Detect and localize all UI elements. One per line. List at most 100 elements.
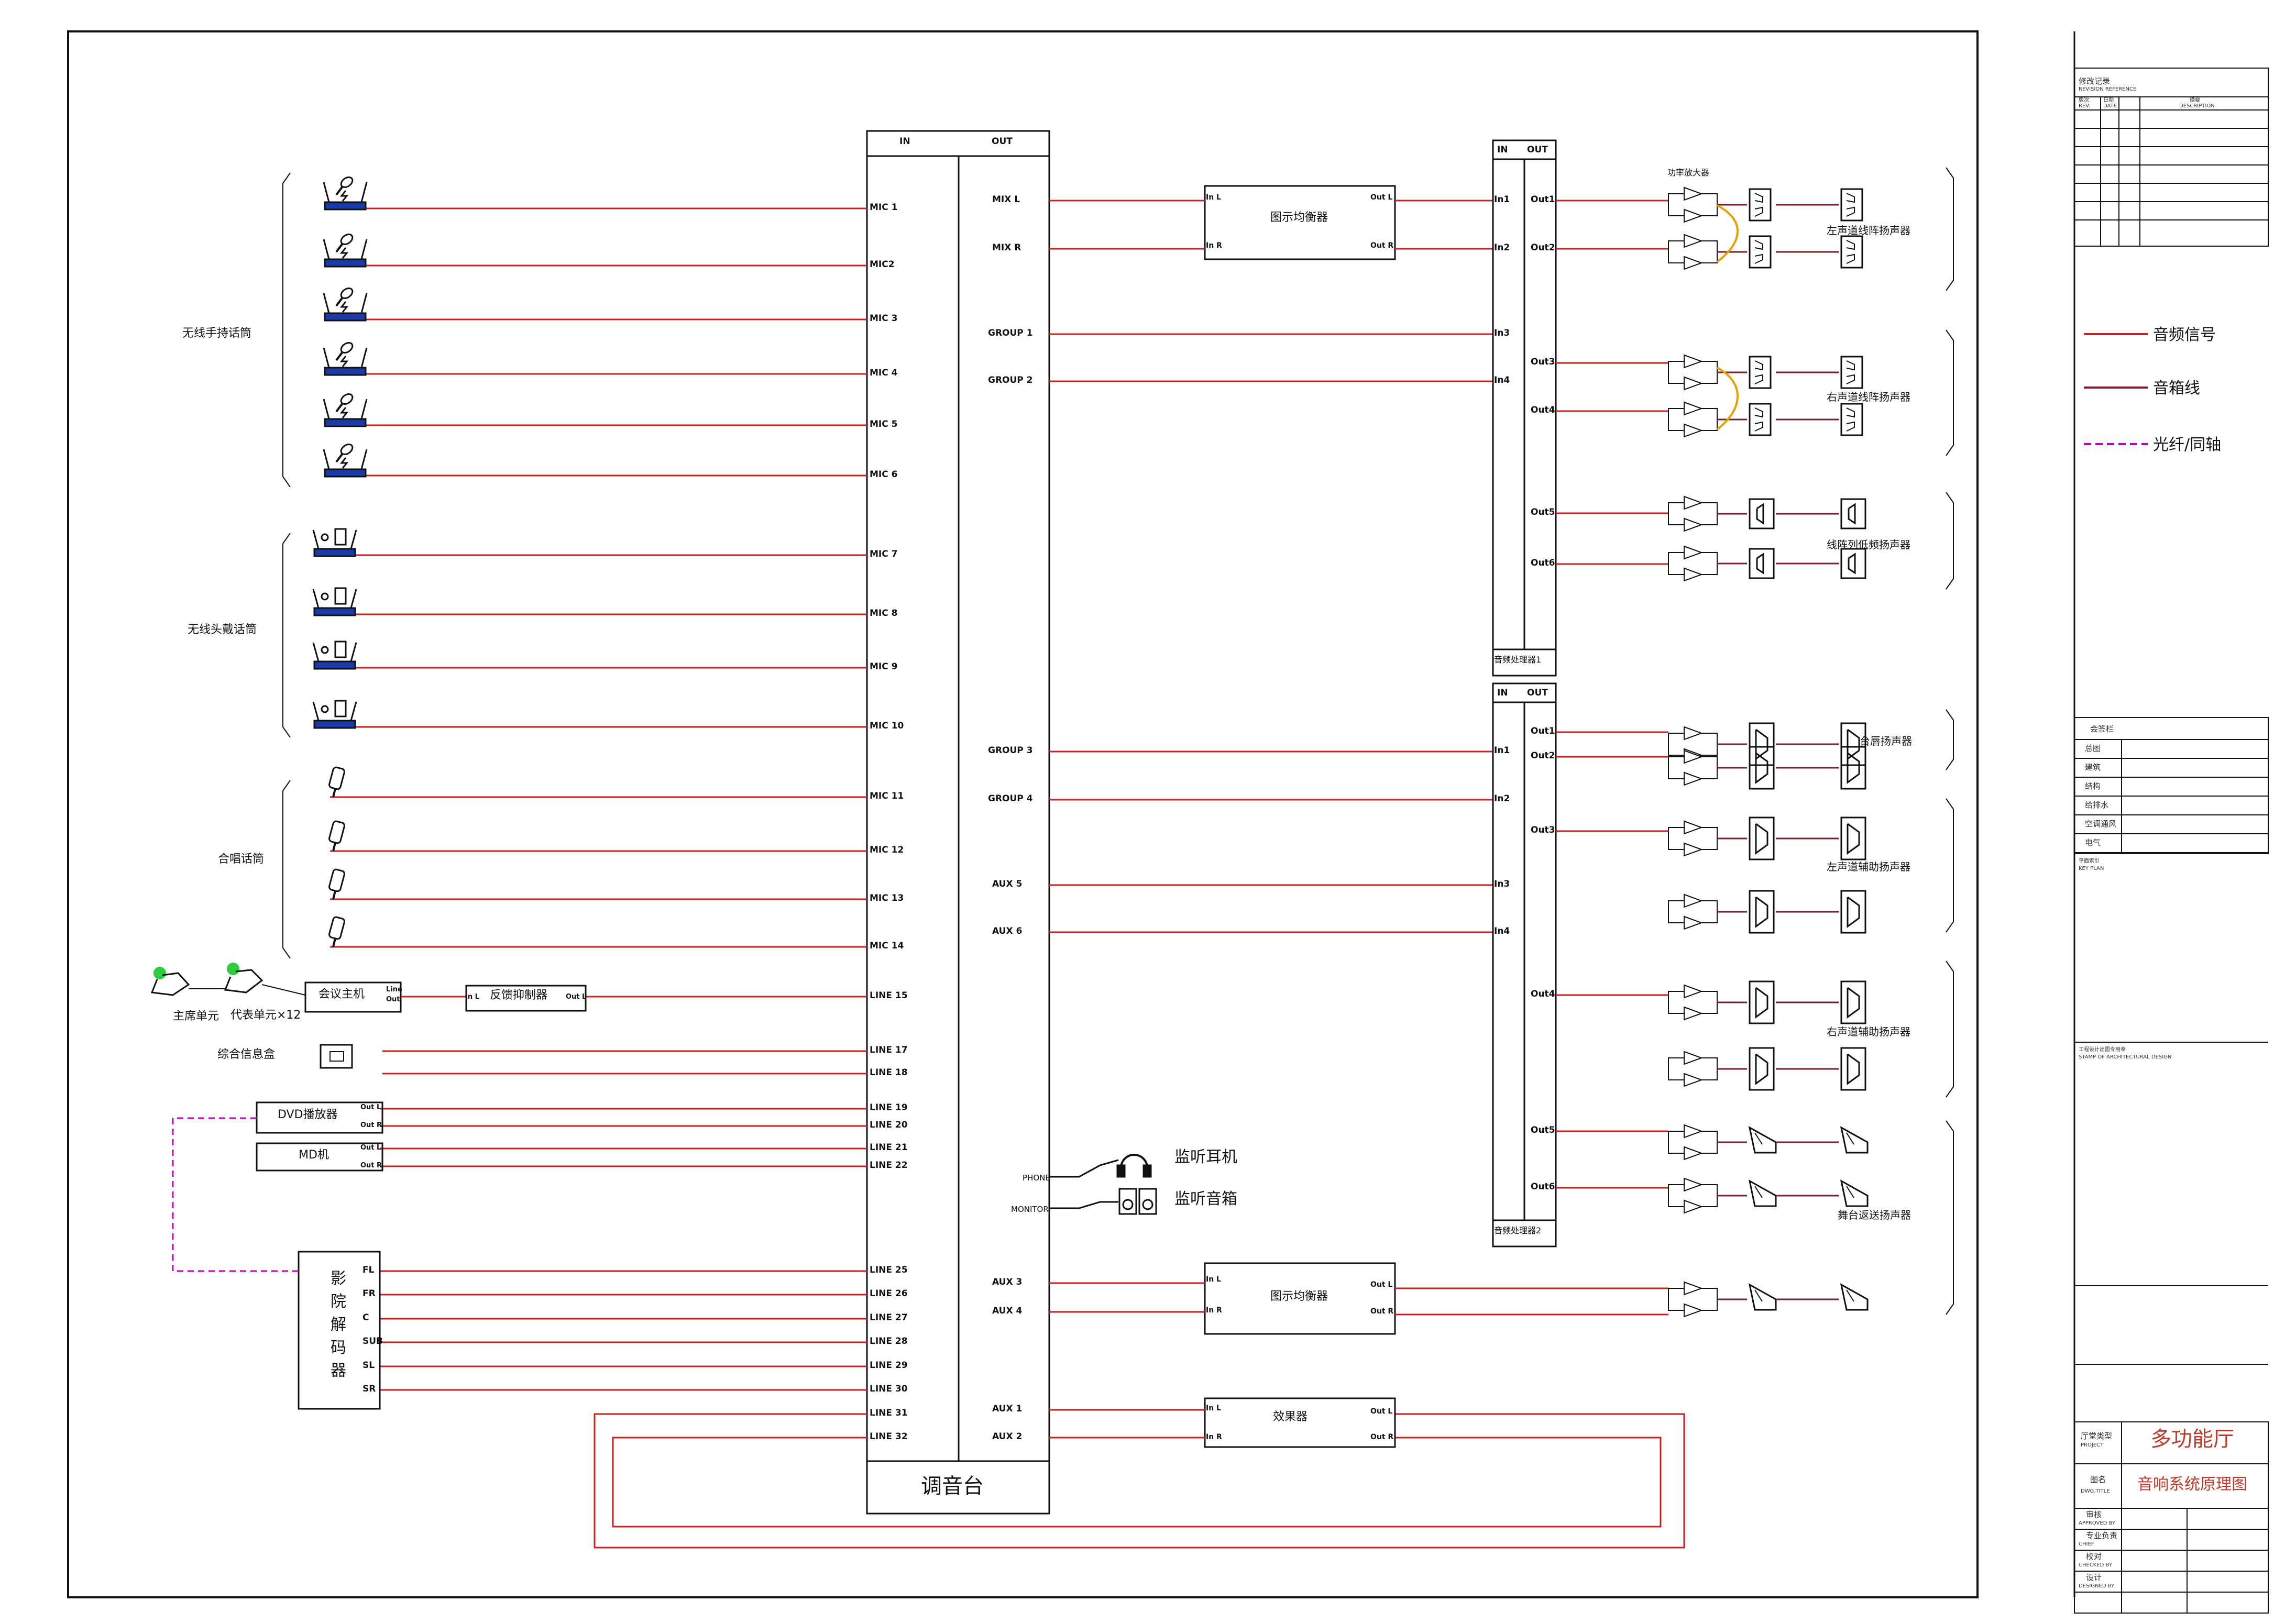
antenna-icon xyxy=(312,589,320,609)
md-out-r-label: Out R xyxy=(360,1162,382,1169)
line-array-icon xyxy=(1846,421,1855,432)
rev-col-label-en: REV. xyxy=(2079,103,2090,109)
full-range-speaker-icon xyxy=(1749,746,1775,790)
antenna-icon xyxy=(323,293,330,314)
proc2-out-port: Out4 xyxy=(1531,989,1555,999)
antenna-icon xyxy=(350,529,357,549)
receiver-icon xyxy=(324,258,367,268)
full-range-speaker-icon xyxy=(1749,816,1775,860)
handheld-mic-icon xyxy=(340,443,354,456)
output-label: AUX 4 xyxy=(992,1306,1023,1316)
receiver-icon xyxy=(313,720,356,729)
antenna-icon xyxy=(350,642,357,662)
headphone-icon xyxy=(1116,1164,1126,1178)
decoder-channel-label: FR xyxy=(362,1288,376,1299)
amplifier-icon xyxy=(1684,726,1703,741)
antenna-icon xyxy=(350,701,357,721)
host-out-label: Out xyxy=(386,996,400,1003)
amplifier-icon xyxy=(1684,984,1703,999)
stage-monitor-icon xyxy=(1748,1126,1777,1154)
amplifier-icon xyxy=(1684,1199,1703,1214)
input-label: LINE 19 xyxy=(870,1102,908,1113)
line-array-icon xyxy=(1840,356,1863,389)
sign-role-label-en: CHIEF xyxy=(2079,1541,2094,1547)
choir-mic-icon xyxy=(328,916,345,940)
amp-bracket xyxy=(1668,900,1675,923)
fx-out-r: Out R xyxy=(1370,1433,1394,1441)
monitor-speaker-icon xyxy=(1118,1188,1137,1215)
delegate-unit-icon xyxy=(224,969,263,993)
effects-label: 效果器 xyxy=(1273,1410,1308,1423)
subwoofer-icon xyxy=(1756,553,1764,575)
proc1-in-port: In1 xyxy=(1494,194,1510,205)
monitor-speaker-icon xyxy=(1142,1199,1154,1210)
feedback-in-label: In L xyxy=(465,993,479,1001)
amplifier-icon xyxy=(1684,1073,1703,1087)
console-body xyxy=(866,130,1050,1515)
group-brace xyxy=(282,533,291,738)
line-array-icon xyxy=(1754,240,1763,250)
speaker-group-label: 左声道线阵扬声器 xyxy=(1827,224,1910,237)
amp-label: 功率放大器 xyxy=(1667,168,1710,178)
eq-1-out-l: Out L xyxy=(1370,193,1393,202)
speaker-group-label: 左声道辅助扬声器 xyxy=(1827,860,1910,873)
rev-col-label: 摘要 xyxy=(2190,97,2200,103)
group-brace xyxy=(1946,798,1954,933)
drawing-name: 音响系统原理图 xyxy=(2137,1475,2247,1494)
sign-row-label: 总图 xyxy=(2085,744,2101,753)
amp-bracket xyxy=(1668,552,1675,575)
full-range-speaker-icon xyxy=(1840,980,1866,1024)
line-array-icon xyxy=(1754,407,1763,418)
decoder-channel-label: SR xyxy=(362,1384,376,1394)
amplifier-icon xyxy=(1684,376,1703,391)
output-label: MIX R xyxy=(992,242,1021,253)
antenna-icon xyxy=(323,449,330,470)
line-array-icon xyxy=(1840,403,1863,436)
input-label: LINE 29 xyxy=(870,1360,908,1371)
feedback-out-label: Out L xyxy=(566,993,587,1001)
input-label: MIC 8 xyxy=(870,608,898,619)
full-range-speaker-icon xyxy=(1755,1053,1768,1085)
cinema-decoder-box xyxy=(298,1251,381,1410)
drawing-label-en: DWG.TITLE xyxy=(2081,1488,2110,1494)
fx-return-loop xyxy=(594,1413,1685,1549)
proc2-out-port: Out2 xyxy=(1531,750,1555,761)
full-range-speaker-icon xyxy=(1840,890,1866,934)
handheld-mic-icon xyxy=(335,402,344,413)
full-range-speaker-icon xyxy=(1847,896,1860,928)
output-label: GROUP 1 xyxy=(988,328,1033,338)
full-range-speaker-icon xyxy=(1847,728,1860,760)
full-range-speaker-icon xyxy=(1755,823,1768,855)
full-range-speaker-icon xyxy=(1847,752,1860,784)
antenna-icon xyxy=(323,399,330,419)
amplifier-icon xyxy=(1684,749,1703,764)
group-brace xyxy=(1946,709,1954,770)
stamp-label-en: STAMP OF ARCHITECTURAL DESIGN xyxy=(2079,1054,2172,1060)
handheld-mic-icon xyxy=(340,287,354,300)
antenna-icon xyxy=(360,239,368,260)
group-brace xyxy=(1946,329,1954,456)
output-label: GROUP 2 xyxy=(988,375,1033,385)
choir-group-label: 合唱话筒 xyxy=(218,853,265,866)
lightning-icon xyxy=(339,457,349,469)
input-label: LINE 22 xyxy=(870,1160,908,1171)
input-label: MIC2 xyxy=(870,259,895,270)
full-range-speaker-icon xyxy=(1755,987,1768,1019)
feedback-suppressor-label: 反馈抑制器 xyxy=(490,989,548,1002)
revision-sub: REVISION REFERENCE xyxy=(2079,86,2137,92)
headset-group-label: 无线头戴话筒 xyxy=(188,623,257,636)
monitor-wire xyxy=(1049,1201,1118,1209)
decoder-channel-label: FL xyxy=(362,1265,375,1275)
amp-bracket xyxy=(1668,1288,1675,1311)
proc2-out-port: Out6 xyxy=(1531,1182,1555,1192)
legend-speaker-label: 音箱线 xyxy=(2153,379,2200,398)
output-label: AUX 3 xyxy=(992,1277,1023,1287)
speaker-group-label: 线阵列低频扬声器 xyxy=(1827,538,1910,551)
proc2-out-port: Out5 xyxy=(1531,1125,1555,1135)
eq-1-in-l: In L xyxy=(1206,193,1221,202)
sign-role-label: 校对 xyxy=(2086,1552,2102,1561)
amp-bracket xyxy=(1668,361,1675,384)
subwoofer-icon xyxy=(1749,498,1775,529)
full-range-speaker-icon xyxy=(1840,746,1866,790)
